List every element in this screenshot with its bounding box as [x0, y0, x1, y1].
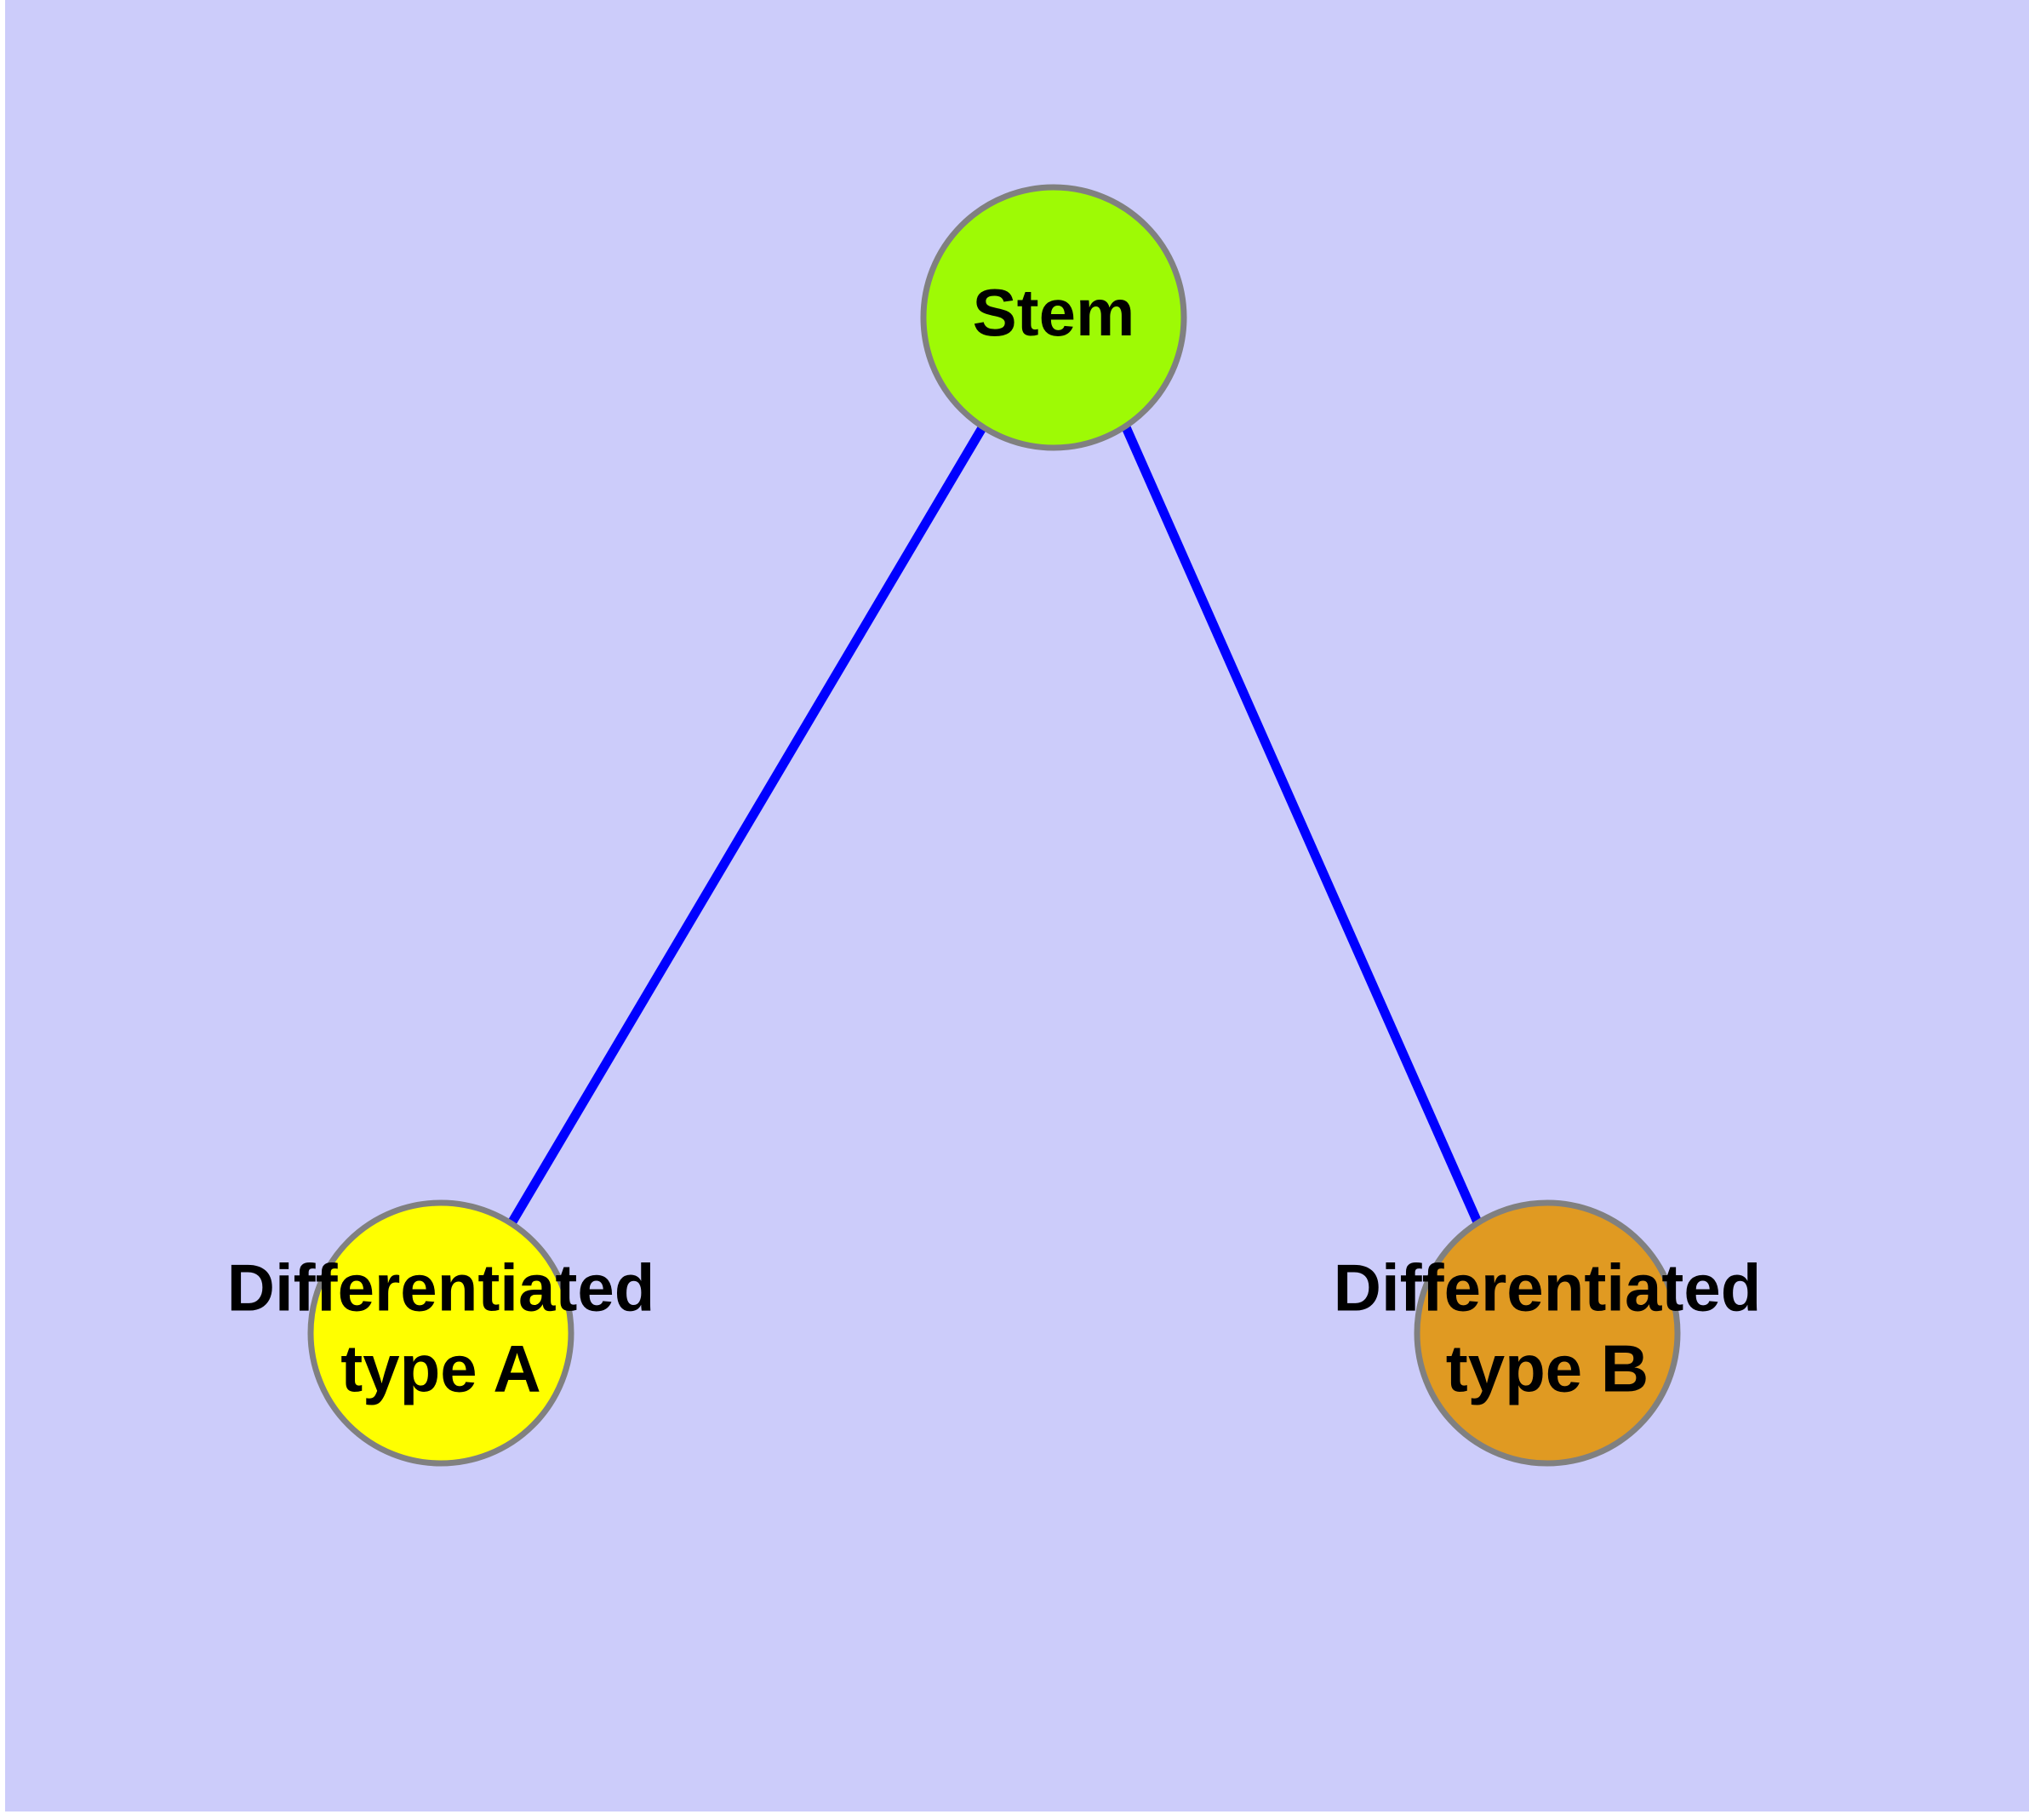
node-stem[interactable]: Stem	[920, 184, 1187, 451]
node-stem-circle[interactable]	[920, 184, 1187, 451]
edge-stem-to-differentiated-type-a[interactable]	[507, 424, 987, 1226]
node-differentiated-type-a-circle[interactable]	[307, 1199, 574, 1467]
node-stem-label: Stem	[973, 275, 1135, 350]
edge-stem-to-differentiated-type-b[interactable]	[1121, 425, 1483, 1227]
node-differentiated-type-b-circle[interactable]	[1414, 1199, 1681, 1467]
edge-layer	[507, 424, 1483, 1227]
